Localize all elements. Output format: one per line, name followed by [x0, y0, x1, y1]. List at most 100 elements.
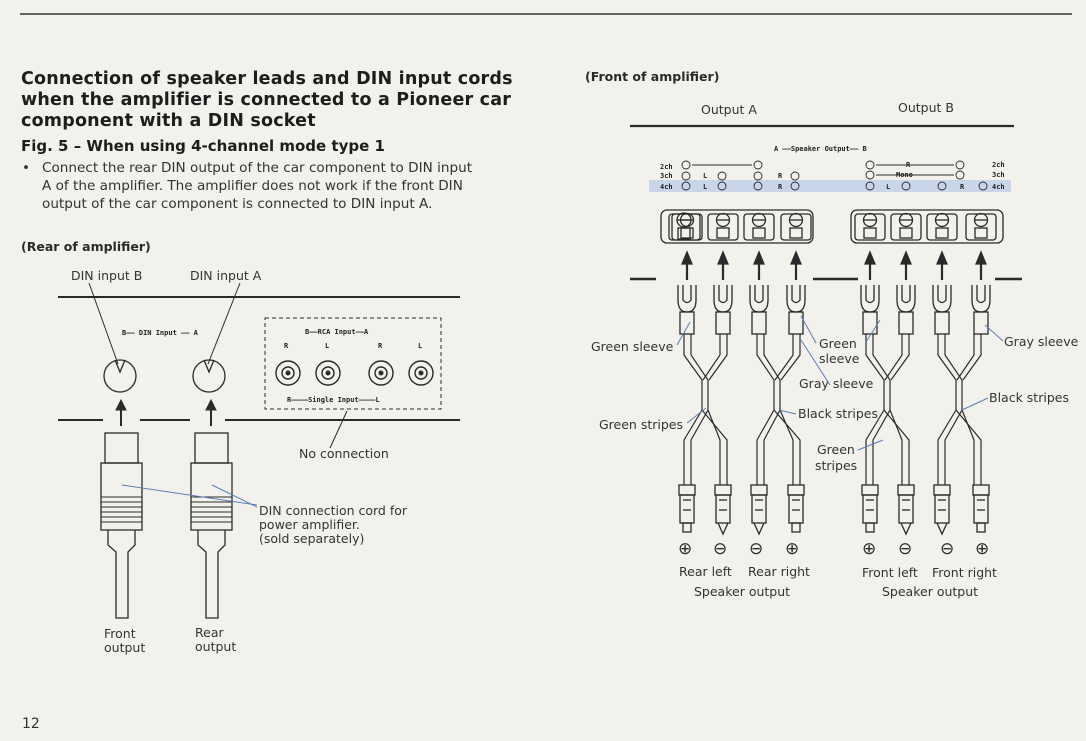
- terminal-block-b: [850, 209, 1004, 244]
- connector-cap-6: [897, 484, 915, 496]
- rca-jack-2: [315, 360, 341, 386]
- polarity-symbol-3: ⊖: [749, 539, 764, 558]
- lug-sleeve-2: [715, 311, 731, 335]
- out-a-3ch-r: R: [778, 172, 783, 180]
- bullet-symbol: •: [22, 160, 31, 176]
- connector-cap-1: [678, 484, 696, 496]
- panel-din-label: B—— DIN Input —— A: [122, 329, 199, 337]
- front-right-label: Front right: [932, 565, 997, 580]
- green-stripes-mid-label-1: Green: [817, 442, 855, 457]
- row-4ch-label-right: 4ch: [992, 183, 1005, 191]
- rear-output-label-2: output: [195, 639, 237, 654]
- polarity-symbol-2: ⊖: [713, 539, 728, 558]
- connector-tip-3: [753, 522, 765, 536]
- rear-left-label: Rear left: [679, 564, 732, 579]
- green-sleeve-mid-label-1: Green: [819, 336, 857, 351]
- cord-callout-2: [211, 484, 258, 508]
- rca-input-label: B——RCA Input——A: [305, 328, 369, 336]
- arrow-head-7: [936, 250, 948, 265]
- polarity-symbol-4: ⊕: [785, 539, 800, 558]
- polarity-symbol-5: ⊕: [862, 539, 877, 558]
- black-stripes-right-label: Black stripes: [989, 390, 1069, 405]
- callout-lines: [676, 315, 1004, 451]
- lug-sleeve-4: [788, 311, 804, 335]
- connector-cap-8: [972, 484, 990, 496]
- din-input-a-label: DIN input A: [190, 268, 262, 283]
- green-sleeve-left-label: Green sleeve: [591, 339, 674, 354]
- out-a-3ch-l: L: [703, 172, 707, 180]
- din-input-b-label: DIN input B: [71, 268, 143, 283]
- lug-sleeve-3: [751, 311, 767, 335]
- connector-body-3: [751, 494, 767, 524]
- output-b-label: Output B: [898, 100, 954, 115]
- rca-channel-2: L: [325, 342, 329, 350]
- green-sleeve-mid-label-2: sleeve: [819, 351, 860, 366]
- heading-line-2: when the amplifier is connected to a Pio…: [21, 90, 512, 110]
- connector-tip-5: [865, 522, 875, 533]
- rear-output-label-1: Rear: [195, 625, 224, 640]
- connector-body-6: [898, 494, 914, 524]
- connector-body-7: [934, 494, 950, 524]
- bullet-line-3: output of the car component is connected…: [42, 196, 433, 212]
- connector-cap-7: [933, 484, 951, 496]
- bullet-line-1: Connect the rear DIN output of the car c…: [42, 160, 473, 176]
- arrow-head-6: [900, 250, 912, 265]
- out-b-4ch-r: R: [960, 183, 965, 191]
- arrow-head-5: [864, 250, 876, 265]
- front-title: (Front of amplifier): [585, 69, 720, 84]
- gray-sleeve-mid-label: Gray sleeve: [799, 376, 874, 391]
- connector-tip-6: [900, 522, 912, 536]
- row-3ch-label-right: 3ch: [992, 171, 1005, 179]
- row-2ch-label-right: 2ch: [992, 161, 1005, 169]
- connector-tip-4: [791, 522, 801, 533]
- rca-jack-4: [408, 360, 434, 386]
- front-left-label: Front left: [862, 565, 918, 580]
- row-2ch-label-left: 2ch: [660, 163, 673, 171]
- no-connection-label: No connection: [299, 446, 389, 461]
- rca-jack-3: [368, 360, 394, 386]
- polarity-symbol-7: ⊖: [940, 539, 955, 558]
- connector-tip-2: [717, 522, 729, 536]
- cord-note-1: DIN connection cord for: [259, 503, 408, 518]
- spade-lug-8: [971, 285, 991, 313]
- figure-title: Fig. 5 – When using 4-channel mode type …: [21, 137, 385, 155]
- front-output-label-1: Front: [104, 626, 136, 641]
- spade-lug-2: [713, 285, 733, 313]
- cord-note-2: power amplifier.: [259, 517, 360, 532]
- black-stripes-mid-label: Black stripes: [798, 406, 878, 421]
- heading-line-3: component with a DIN socket: [21, 111, 316, 131]
- single-input-label: R————Single Input————L: [287, 396, 380, 404]
- rca-input-box: [264, 317, 442, 410]
- arrow-head-8: [975, 250, 987, 265]
- spade-lug-3: [749, 285, 769, 313]
- rca-channel-4: L: [418, 342, 422, 350]
- cord-note-3: (sold separately): [259, 531, 365, 546]
- row-3ch-label-left: 3ch: [660, 172, 673, 180]
- rca-jack-1: [275, 360, 301, 386]
- connector-tip-1: [682, 522, 692, 533]
- screw-head-3: [751, 212, 767, 228]
- polarity-symbol-1: ⊕: [678, 539, 693, 558]
- connector-body-2: [715, 494, 731, 524]
- lug-sleeve-8: [973, 311, 989, 335]
- connector-tip-8: [976, 522, 986, 533]
- rear-right-label: Rear right: [748, 564, 810, 579]
- front-output-label-2: output: [104, 640, 146, 655]
- lug-sleeve-6: [898, 311, 914, 335]
- connector-body-1: [679, 494, 695, 524]
- screw-head-6: [898, 212, 914, 228]
- gray-sleeve-right-label: Gray sleeve: [1004, 334, 1079, 349]
- rca-channel-1: R: [284, 342, 289, 350]
- row-4ch-highlight: [649, 180, 1011, 192]
- connector-body-5: [862, 494, 878, 524]
- bullet-line-2: A of the amplifier. The amplifier does n…: [42, 178, 463, 194]
- spade-lug-6: [896, 285, 916, 313]
- connector-body-4: [788, 494, 804, 524]
- connector-cap-2: [714, 484, 732, 496]
- arrow-head-1: [681, 250, 693, 265]
- connector-cap-5: [861, 484, 879, 496]
- arrow-head-4: [790, 250, 802, 265]
- arrow-head-2: [717, 250, 729, 265]
- connector-cap-4: [787, 484, 805, 496]
